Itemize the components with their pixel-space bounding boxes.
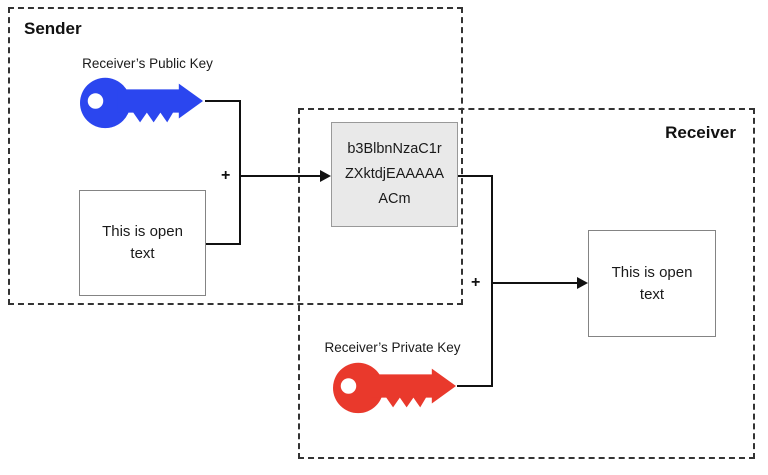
receiver-plaintext: This is open text	[611, 263, 693, 303]
sender-boundary-box: Sender	[8, 7, 463, 305]
sender-combine-plus: +	[221, 167, 231, 184]
connector-cipher-exit	[458, 175, 493, 177]
connector-privkey-horizontal	[457, 385, 492, 387]
connector-sender-vertical	[239, 100, 241, 245]
connector-encrypt-arrow-line	[241, 175, 321, 177]
connector-decrypt-arrow-line	[493, 282, 577, 284]
receiver-plaintext-box: This is open text	[588, 230, 716, 337]
connector-sender-plaintext	[206, 243, 240, 245]
ciphertext-box: b3BlbnNzaC1r ZXktdjEAAAAA ACm	[331, 122, 458, 227]
connector-receiver-vertical	[491, 175, 493, 387]
connector-pubkey-horizontal	[205, 100, 241, 102]
receiver-label: Receiver	[665, 123, 736, 142]
sender-label: Sender	[24, 19, 82, 38]
receiver-boundary-box: Receiver	[298, 108, 755, 459]
encrypt-arrowhead-icon	[320, 170, 331, 182]
private-key-icon	[333, 362, 457, 414]
private-key-label: Receiver’s Private Key	[324, 340, 461, 355]
key-hole	[340, 378, 357, 394]
public-key-label: Receiver’s Public Key	[82, 56, 213, 71]
ciphertext-line-1: b3BlbnNzaC1r	[347, 141, 442, 157]
ciphertext-line-2: ZXktdjEAAAAA	[344, 166, 445, 182]
decrypt-arrowhead-icon	[577, 277, 588, 289]
public-key-icon	[80, 77, 204, 129]
ciphertext-line-3: ACm	[378, 191, 411, 207]
sender-plaintext-box: This is open text	[79, 190, 206, 296]
key-hole	[87, 93, 104, 109]
receiver-combine-plus: +	[471, 274, 481, 291]
sender-plaintext: This is open text	[102, 223, 183, 262]
